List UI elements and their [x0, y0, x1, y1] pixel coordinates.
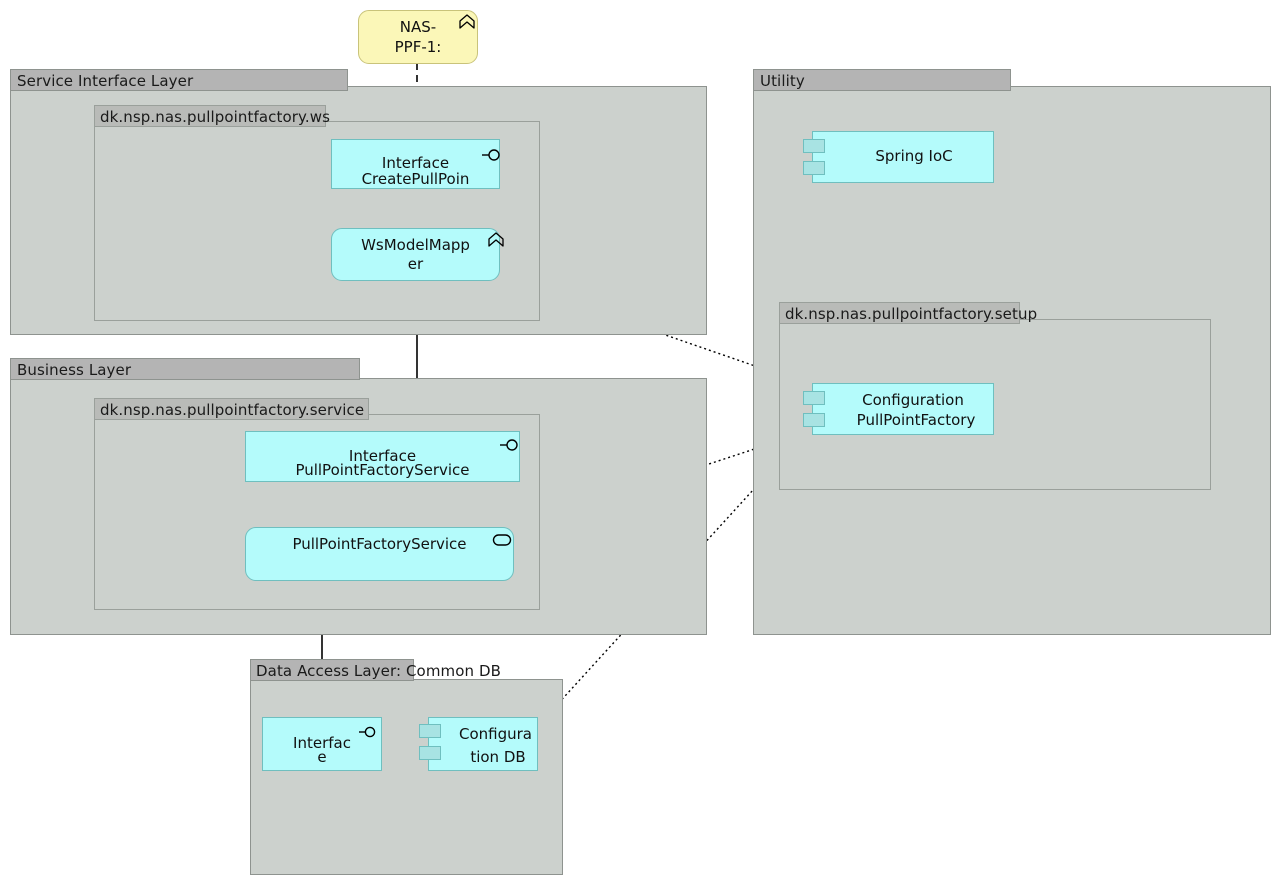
node-label-interface-createpullpoint-line2: CreatePullPoin	[361, 170, 470, 188]
node-label-configuration-pullpointfactory-line1: Configuration	[862, 391, 964, 409]
package-title-service-interface-layer: Service Interface Layer	[17, 72, 194, 90]
node-label-ws-model-mapper-line1: WsModelMapp	[361, 236, 470, 254]
package-title-business-layer: Business Layer	[17, 361, 132, 379]
package-data-access-layer[interactable]	[250, 679, 563, 875]
node-configuration-pullpointfactory[interactable]: Configuration	[812, 383, 994, 435]
node-label-nas-ppf-1-line1: NAS-	[399, 18, 437, 36]
node-spring-ioc[interactable]: Spring IoC	[812, 131, 994, 183]
component-icon-spring-ioc-top	[803, 139, 825, 153]
node-label-dal-interface-line1: Interfac	[293, 734, 351, 753]
node-label-nas-ppf-1-line2: PPF-1:	[394, 38, 442, 56]
node-ws-model-mapper[interactable]: WsModelMapp	[331, 228, 500, 281]
package-title-dk-nsp-nas-pullpointfactory-setup: dk.nsp.nas.pullpointfactory.setup	[785, 305, 1038, 323]
node-dal-interface[interactable]: Interfac	[262, 717, 382, 771]
node-label-spring-ioc: Spring IoC	[875, 147, 953, 166]
package-tab-dk-nsp-nas-pullpointfactory-setup[interactable]	[779, 302, 1020, 324]
node-label-ws-model-mapper-line2: er	[407, 255, 424, 273]
package-title-data-access-layer: Data Access Layer: Common DB	[256, 662, 502, 680]
package-title-utility: Utility	[760, 72, 805, 90]
package-tab-business-layer[interactable]	[10, 358, 360, 380]
node-pullpointfactoryservice[interactable]: PullPointFactoryService	[245, 527, 514, 581]
node-interface-pullpointfactoryservice[interactable]: Interface	[245, 431, 520, 482]
node-label-configuration-pullpointfactory-line2: PullPointFactory	[856, 411, 976, 429]
component-icon-configuration-pullpointfactory-top	[803, 391, 825, 405]
package-tab-utility[interactable]	[753, 69, 1011, 91]
node-interface-createpullpoint[interactable]: Interface	[331, 139, 500, 189]
node-label-configuration-db-line2: tion DB	[470, 748, 526, 766]
component-icon-spring-ioc-bottom	[803, 161, 825, 175]
node-label-pullpointfactoryservice: PullPointFactoryService	[292, 535, 467, 553]
component-icon-configuration-db-bottom	[419, 746, 441, 760]
node-label-interface-createpullpoint-line1: Interface	[381, 154, 450, 173]
node-label-interface-pullpointfactoryservice-line1: Interface	[348, 446, 417, 465]
package-tab-data-access-layer[interactable]	[250, 659, 414, 681]
node-configuration-db[interactable]: Configura	[428, 717, 538, 771]
package-tab-service-interface-layer[interactable]	[10, 69, 348, 91]
package-title-dk-nsp-nas-pullpointfactory-ws: dk.nsp.nas.pullpointfactory.ws	[100, 108, 331, 126]
component-icon-configuration-db-top	[419, 724, 441, 738]
package-tab-dk-nsp-nas-pullpointfactory-service[interactable]	[94, 398, 369, 420]
node-nas-ppf-1[interactable]: NAS-	[358, 10, 478, 64]
package-title-dk-nsp-nas-pullpointfactory-service: dk.nsp.nas.pullpointfactory.service	[100, 401, 365, 419]
component-icon-configuration-pullpointfactory-bottom	[803, 413, 825, 427]
package-tab-dk-nsp-nas-pullpointfactory-ws[interactable]	[94, 105, 326, 127]
node-label-interface-pullpointfactoryservice-line2: PullPointFactoryService	[295, 461, 470, 479]
node-label-dal-interface-line2: e	[317, 748, 327, 766]
node-label-configuration-db-line1: Configura	[459, 725, 532, 743]
